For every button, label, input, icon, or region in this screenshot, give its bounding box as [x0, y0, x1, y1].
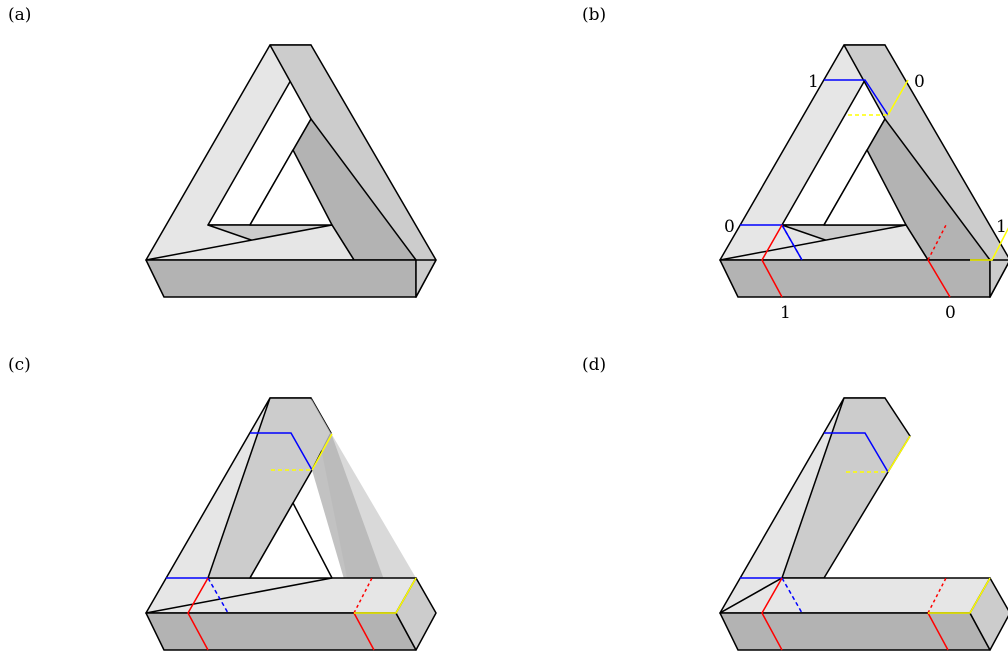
red-dash-right: [353, 577, 373, 614]
bottom-bar-front: [145, 612, 417, 651]
panel-label-d: (d): [582, 355, 606, 375]
yellow-cut-right: [928, 577, 991, 614]
red-dash-right: [927, 577, 947, 614]
red-cut-left: [187, 577, 209, 651]
center-hole: [249, 149, 333, 226]
yellow-cut-top: [887, 79, 909, 116]
bottom-bar-end: [989, 259, 1008, 298]
bottom-bar-front: [145, 259, 417, 298]
bottom-bar-front: [719, 259, 991, 298]
yellow-cut-top: [311, 433, 333, 471]
blue-cut-top: [824, 432, 889, 473]
red-cut-left: [761, 577, 783, 651]
blue-cut-top: [824, 79, 889, 116]
transparent-arm-inner: [312, 433, 396, 613]
panel-label-a: (a): [8, 5, 31, 25]
mark-red-left: 1: [780, 303, 791, 323]
red-cut-right: [927, 259, 951, 298]
mark-blue-left: 0: [724, 217, 735, 237]
yellow-cut-right: [970, 227, 1008, 261]
panel-label-b: (b): [582, 5, 606, 25]
panel-c: (c): [8, 355, 437, 651]
red-cut-left: [761, 224, 783, 298]
red-cut-right: [927, 612, 949, 651]
panel-b: (b) 1 0 0 1 1 0: [582, 5, 1008, 323]
mark-yellow-top: 0: [914, 72, 925, 92]
panel-d: (d): [582, 355, 1008, 651]
red-cut-right: [353, 612, 375, 651]
mark-yellow-right: 1: [996, 217, 1007, 237]
yellow-cut-right: [354, 577, 417, 614]
center-hole: [249, 502, 333, 579]
mark-red-right: 0: [945, 303, 956, 323]
blue-cut-top: [250, 432, 313, 471]
panel-label-c: (c): [8, 355, 31, 375]
mark-blue-top: 1: [808, 72, 819, 92]
yellow-cut-top: [887, 435, 911, 473]
bottom-bar-end: [415, 259, 437, 298]
center-hole: [823, 149, 907, 226]
bottom-bar-front: [719, 612, 991, 651]
red-dash-right: [927, 224, 947, 261]
panel-a: (a): [8, 5, 437, 298]
